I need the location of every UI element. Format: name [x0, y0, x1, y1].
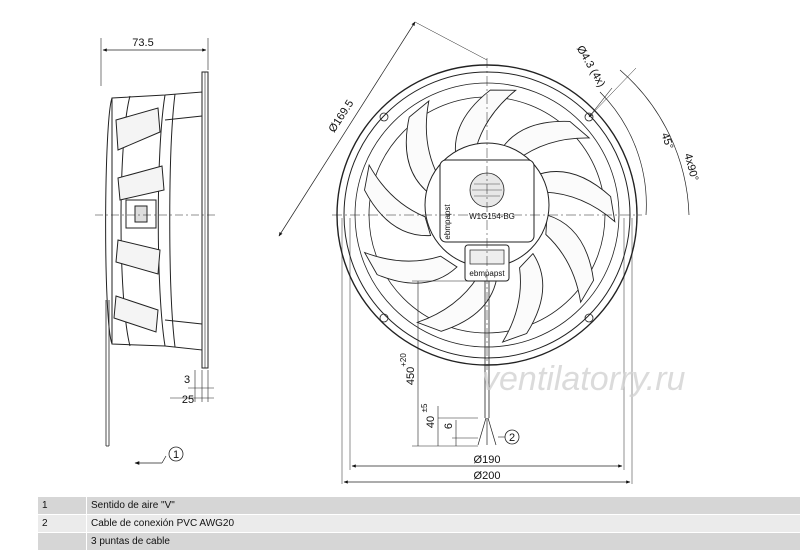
strip-end-label: 6	[443, 423, 455, 429]
cable-length-label: 450	[405, 367, 417, 385]
cable-length-tolerance: +20	[399, 353, 408, 367]
flange-label: 3	[184, 374, 190, 386]
depth-label: 73.5	[132, 37, 153, 49]
type-label-text: W1G154-BG	[469, 212, 515, 221]
legend-text: 3 puntas de cable	[87, 532, 800, 551]
fan-technical-drawing: 73.5 3 25 1	[95, 21, 700, 484]
mount-hole	[379, 112, 389, 122]
bolt-circle-dimension-line	[278, 21, 416, 237]
callout-1-circle	[168, 446, 184, 462]
mount-holes-label: Ø4.3 (4x)	[574, 44, 607, 90]
mount-hole	[584, 313, 594, 323]
mount-hole	[379, 313, 389, 323]
side-view	[95, 38, 215, 465]
ring-label: 25	[182, 394, 194, 406]
strip-length-label: 40	[425, 416, 437, 428]
fan-blade	[363, 251, 458, 284]
legend-num: 1	[38, 497, 86, 515]
legend-num	[38, 532, 86, 551]
d200-label: Ø200	[474, 470, 501, 482]
watermark: ventilatorry.ru	[482, 360, 686, 398]
bolt-circle-label: Ø169.5	[327, 98, 357, 135]
callout-2-text: 2	[509, 432, 515, 444]
callout-1-text: 1	[173, 449, 179, 461]
legend-row: 3 puntas de cable	[38, 532, 800, 551]
legend-row: 1 Sentido de aire "V"	[38, 497, 800, 515]
fan-blade	[416, 273, 498, 332]
legend-table: 1 Sentido de aire "V" 2 Cable de conexió…	[38, 497, 800, 551]
legend-row: 2 Cable de conexión PVC AWG20	[38, 514, 800, 533]
fan-blade	[501, 252, 544, 343]
front-view	[278, 21, 690, 484]
legend-text: Cable de conexión PVC AWG20	[87, 514, 800, 533]
fan-blade	[496, 120, 591, 161]
brand-side-text: ebmpapst	[443, 204, 452, 240]
d190-label: Ø190	[474, 454, 501, 466]
fan-blade	[545, 214, 595, 304]
strip-length-tolerance: ±5	[420, 403, 429, 412]
mount-hole	[584, 112, 594, 122]
legend-num: 2	[38, 514, 86, 533]
connector-brand-text: ebmpapst	[469, 269, 505, 278]
fan-blade	[532, 171, 616, 223]
angle-offset-label: 45°	[659, 131, 676, 151]
legend-text: Sentido de aire "V"	[87, 497, 800, 515]
